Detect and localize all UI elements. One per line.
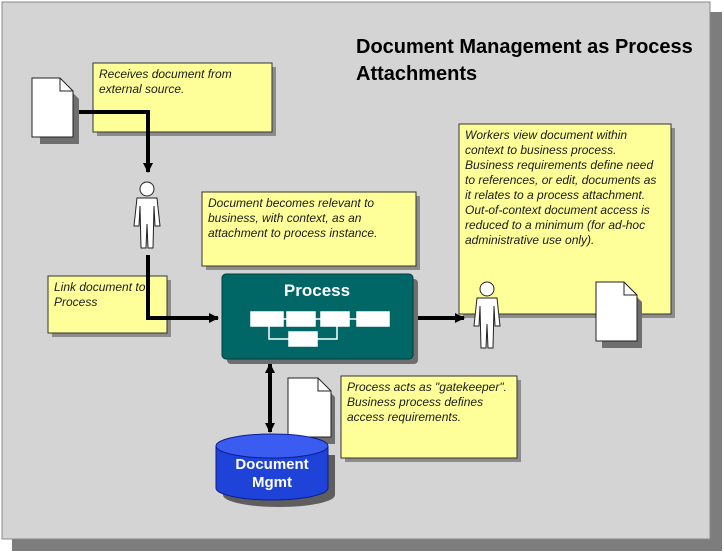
document-icon-repository [287, 377, 335, 444]
arrow-worker-to-process [146, 255, 219, 323]
arrow-source-to-worker [77, 110, 153, 173]
note-box-relevant [201, 191, 417, 267]
document-icon-viewer [595, 281, 642, 348]
note-box-gatekeeper [340, 375, 518, 459]
repository-label-line2: Mgmt [252, 474, 292, 491]
diagram-title: Document Management as Process Attachmen… [356, 36, 693, 85]
process-label: Process [284, 281, 350, 300]
note-relevant: Document becomes relevant to business, w… [208, 196, 378, 240]
person-icon-linker [133, 181, 161, 249]
note-gatekeeper: Process acts as "gatekeeper". Business p… [347, 380, 507, 424]
workflow-icon [250, 311, 390, 347]
note-box-receives [92, 62, 273, 133]
person-icon-viewer [473, 281, 501, 349]
document-icon-source [31, 77, 79, 144]
repository-cylinder: Document Mgmt [215, 433, 335, 507]
note-box-workers [458, 123, 672, 315]
repository-label-line1: Document [235, 456, 308, 473]
note-link: Link document to Process [54, 280, 146, 309]
note-workers: Workers view document within context to … [465, 128, 657, 247]
note-receives: Receives document from external source. [99, 67, 232, 96]
